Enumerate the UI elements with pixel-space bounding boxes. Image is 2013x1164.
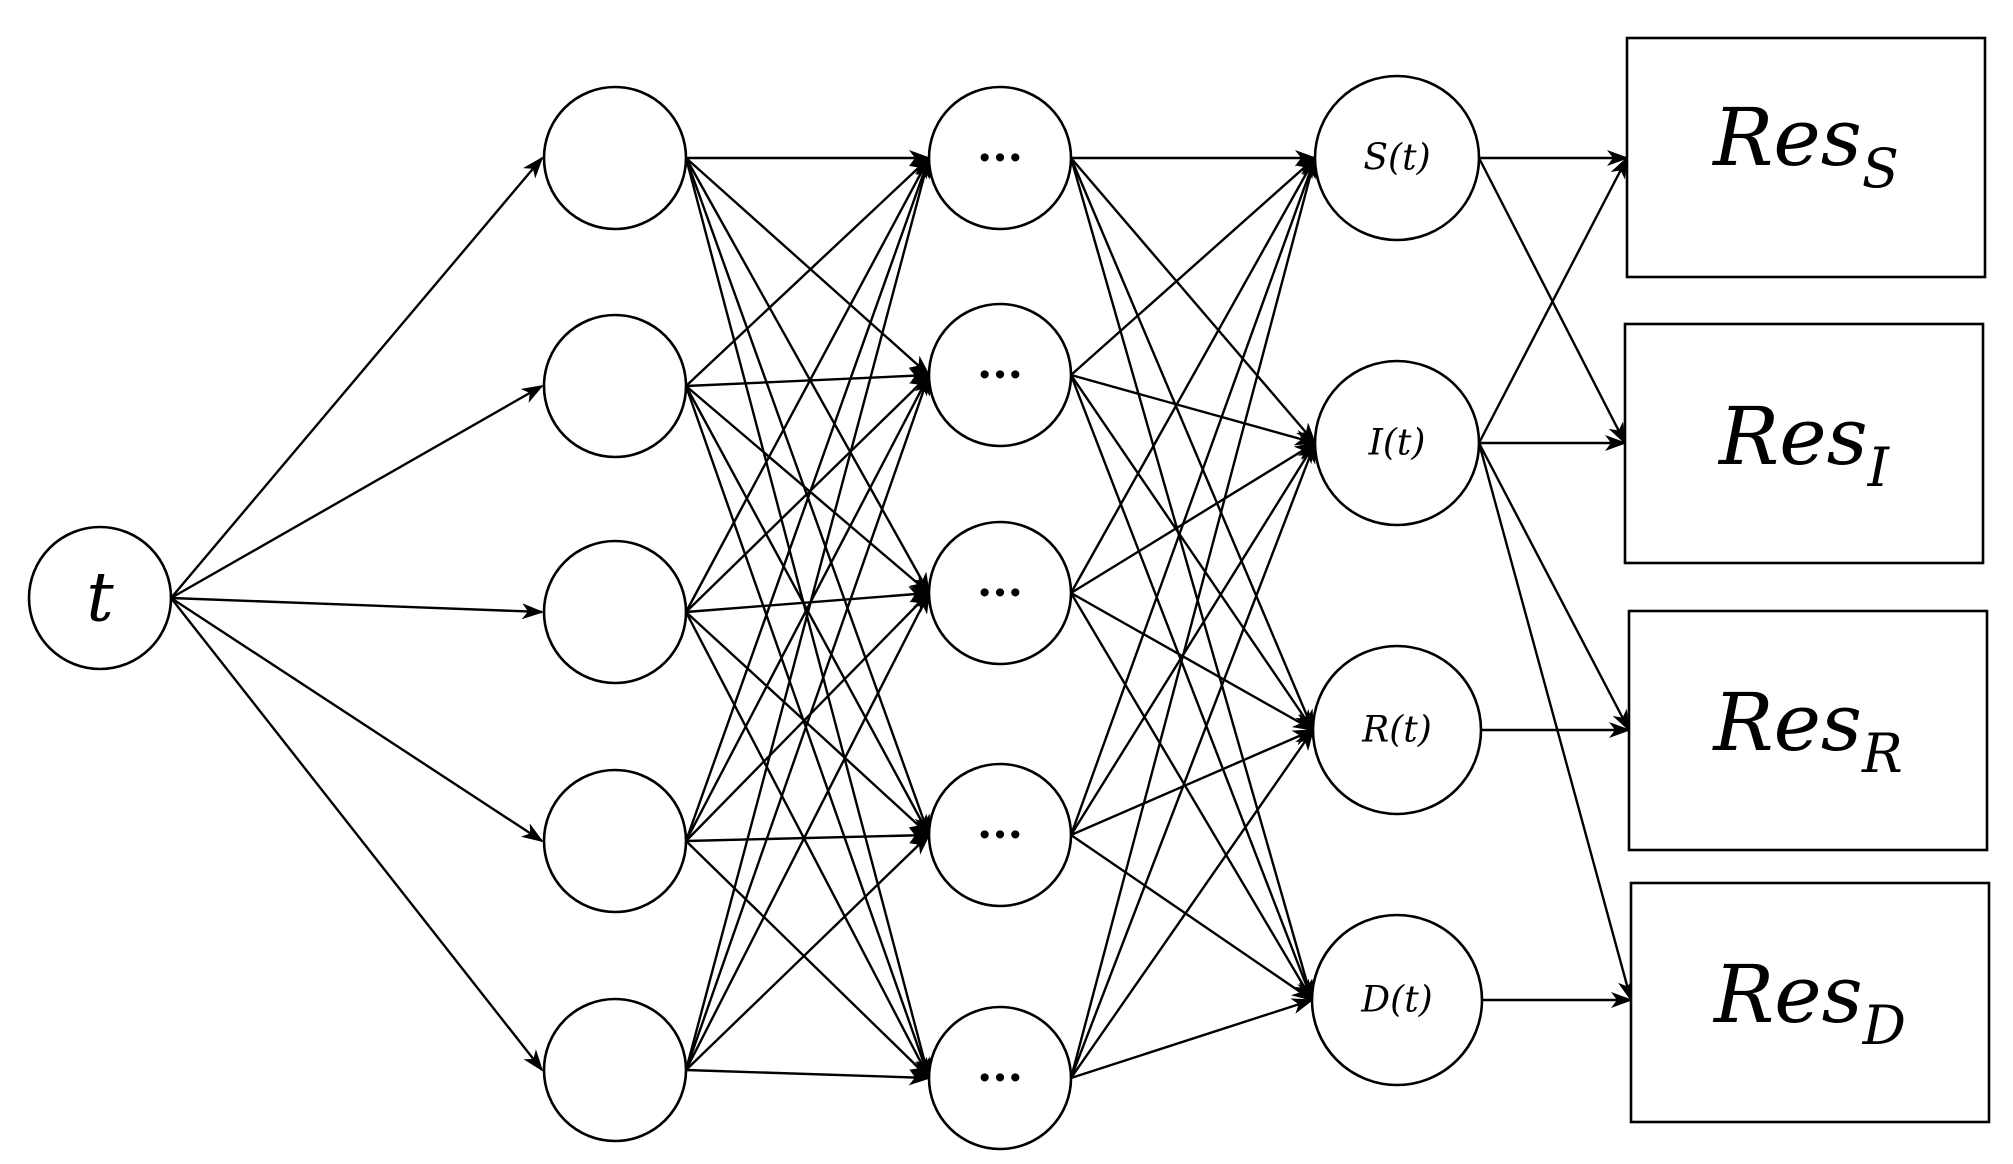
edge-hidden1-to-hidden2 xyxy=(684,157,931,595)
residual-box-s: ResS xyxy=(1625,36,1987,279)
residual-label-r: ResR xyxy=(1711,676,1902,785)
output-label-i: I(t) xyxy=(1368,423,1426,464)
hidden-layer-1 xyxy=(542,85,688,1143)
edge-hidden1-to-hidden2 xyxy=(685,373,931,613)
edge-hidden1-to-hidden2 xyxy=(685,385,931,595)
ellipsis-label: ··· xyxy=(977,133,1023,184)
edge-hidden1-to-hidden2 xyxy=(684,591,931,1071)
edge-hidden2-to-output xyxy=(1070,373,1317,446)
hidden2-neuron: ··· xyxy=(927,762,1073,908)
residual-label-d: ResD xyxy=(1712,948,1906,1057)
output-label-s: S(t) xyxy=(1363,138,1430,179)
edge-hidden2-to-output xyxy=(1069,156,1317,836)
ellipsis-label: ··· xyxy=(977,568,1023,619)
edge-hidden2-to-output xyxy=(1070,728,1315,837)
residual-label-s: ResS xyxy=(1711,91,1899,200)
hidden1-neuron xyxy=(542,768,688,914)
edge-input-to-hidden1 xyxy=(170,596,544,843)
output-node-i: I(t) xyxy=(1313,359,1481,527)
edge-hidden2-to-output xyxy=(1070,591,1315,732)
output-label-d: D(t) xyxy=(1360,980,1432,1021)
input-label: t xyxy=(86,559,114,638)
edge-hidden1-to-hidden2 xyxy=(684,611,931,1080)
hidden1-neuron xyxy=(542,313,688,459)
hidden2-neuron: ··· xyxy=(927,302,1073,448)
edge-hidden2-to-output xyxy=(1069,157,1315,732)
edge-hidden2-to-output xyxy=(1070,441,1317,595)
edge-output-to-residual xyxy=(1477,442,1634,1002)
edge-hidden1-to-hidden2 xyxy=(685,586,931,614)
edge-output-to-residual xyxy=(1477,442,1631,732)
edge-hidden2-to-output xyxy=(1070,156,1317,376)
edge-hidden1-to-hidden2 xyxy=(685,156,931,387)
edge-hidden1-to-hidden2 xyxy=(684,156,931,613)
hidden-layer-2: ··· ··· ··· ··· ··· xyxy=(927,85,1073,1151)
edge-hidden2-to-output xyxy=(1069,441,1317,836)
output-node-d: D(t) xyxy=(1310,913,1484,1087)
edge-hidden1-to-hidden2 xyxy=(685,827,931,844)
hidden1-neuron xyxy=(542,997,688,1143)
output-layer: S(t) I(t) R(t) D(t) xyxy=(1310,74,1484,1087)
hidden2-neuron: ··· xyxy=(927,85,1073,231)
residual-box-r: ResR xyxy=(1627,609,1989,852)
edge-input-to-hidden1 xyxy=(170,384,544,600)
edge-hidden1-to-hidden2 xyxy=(685,833,931,1071)
edge-hidden1-to-hidden2 xyxy=(685,591,931,842)
edge-hidden2-to-output xyxy=(1069,156,1318,1079)
residual-label-i: ResI xyxy=(1717,390,1891,499)
hidden1-neuron xyxy=(542,85,688,231)
edge-hidden2-to-output xyxy=(1069,156,1317,594)
input-node: t xyxy=(27,525,173,671)
output-node-s: S(t) xyxy=(1313,74,1481,242)
edge-hidden1-to-hidden2 xyxy=(684,373,931,842)
edge-hidden1-to-hidden2 xyxy=(685,157,931,377)
residual-box-d: ResD xyxy=(1629,881,1991,1124)
ellipsis-label: ··· xyxy=(977,350,1023,401)
hidden2-neuron: ··· xyxy=(927,1005,1073,1151)
edge-hidden2-to-output xyxy=(1069,374,1314,1002)
residual-box-i: ResI xyxy=(1623,322,1985,565)
residual-boxes: ResS ResI ResR ResD xyxy=(1623,36,1991,1124)
edge-hidden1-to-hidden2 xyxy=(684,156,931,842)
edge-hidden2-to-output xyxy=(1070,157,1317,445)
hidden1-neuron xyxy=(542,539,688,685)
ellipsis-label: ··· xyxy=(977,1053,1023,1104)
edge-hidden1-to-hidden2 xyxy=(684,373,931,1071)
edge-hidden2-to-output xyxy=(1069,441,1317,1079)
edge-hidden2-to-output xyxy=(1069,157,1315,1002)
edge-input-to-hidden1 xyxy=(170,156,544,599)
ellipsis-label: ··· xyxy=(977,810,1023,861)
edge-hidden2-to-output xyxy=(1070,374,1315,732)
hidden2-neuron: ··· xyxy=(927,520,1073,666)
edge-input-to-hidden1 xyxy=(170,597,544,1072)
output-node-r: R(t) xyxy=(1311,644,1483,816)
edge-hidden1-to-hidden2 xyxy=(685,367,931,388)
edge-hidden2-to-output xyxy=(1070,834,1314,1002)
edge-hidden1-to-hidden2 xyxy=(685,1068,931,1086)
edge-hidden1-to-hidden2 xyxy=(684,156,932,1071)
edges xyxy=(170,150,1634,1086)
edge-hidden2-to-output xyxy=(1070,998,1314,1080)
edge-hidden1-to-hidden2 xyxy=(684,385,931,1080)
edge-output-to-residual xyxy=(1477,156,1629,444)
edge-hidden2-to-output xyxy=(1069,592,1314,1002)
output-label-r: R(t) xyxy=(1361,710,1432,751)
edge-hidden2-to-output xyxy=(1070,728,1315,1079)
edge-hidden1-to-hidden2 xyxy=(685,840,931,1080)
edge-input-to-hidden1 xyxy=(170,596,544,620)
